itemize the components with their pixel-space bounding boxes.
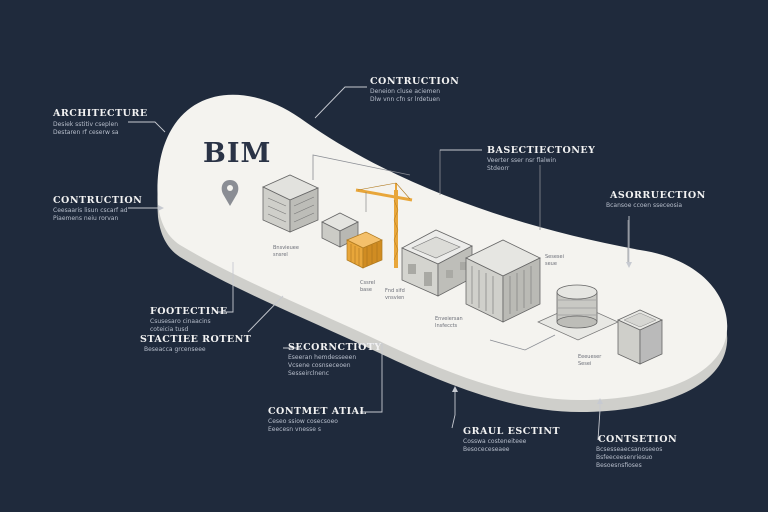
building-office [262,174,319,233]
callout-lines [128,86,630,441]
callout-basectiectoney-label: BASECTIECTONEY [487,145,596,156]
caption-classical: Enveiersan Insfeccts [435,316,463,329]
callout-contsetion-label: CONTSETION [598,434,678,445]
callout-contmet-atial-label: CONTMET ATIAL [268,406,367,417]
callout-secornctioty-label: SECORNCTIOTY [288,342,382,353]
callout-architecture-sub: Desiek sstitiv cseplen Destaren rf ceser… [53,121,119,136]
callout-footectine-label: FOOTECTINE [150,306,228,317]
building-block [321,212,359,248]
callout-stactiee-rotent-label: STACTIEE ROTENT [140,334,252,345]
callout-secornctioty-sub: Eseeran hemdesseeen Vcsene cosnseceoen S… [288,354,357,377]
building-box [617,309,663,365]
callout-arrowheads [158,205,632,404]
callout-asorruection-label: ASORRUECTION [610,190,706,201]
callout-footectine-sub: Csusesaro cinaacins coteicia tusd [150,318,211,333]
callout-architecture-label: ARCHITECTURE [53,108,148,119]
callout-contsetion-sub: Bcsesseaecsanoseeos Bsfeeceesenriesuo Be… [596,446,663,469]
caption-container: Cssrel base [360,280,376,293]
callout-contmet-atial-sub: Ceseo ssiow cosecsoeo Eeecesn vnesse s [268,418,338,433]
callout-contruction-left-label: CONTRUCTION [53,195,143,206]
callout-contruction-left-sub: Ceesaaris lisun cscarf ad Piaemens neiu … [53,207,128,222]
building-house [401,229,473,297]
callout-contruction-top-label: CONTRUCTION [370,76,460,87]
crane-icon [346,182,413,269]
callout-graul-esctint-sub: Cosswa costeneiteee Besoceceseaee [463,438,527,453]
callout-stactiee-rotent-sub: Beseacca grcenseee [144,346,206,353]
caption-right: Sesesei seue [545,254,565,267]
caption-office: Bnsvieuee snsrel [273,245,299,258]
caption-house: Fnd sifd vnsvien [385,288,405,301]
callout-asorruection-sub: Bcansoe ccoen sseceosia [606,202,683,209]
callout-contruction-top-sub: Deneion cluse aciemen Dlw vnn cfn sr lrd… [370,88,441,103]
callout-basectiectoney-sub: Veerter sser nsr flalwin Stdeorr [487,157,557,172]
building-classical [465,239,541,323]
caption-round: Eeeueser Sesei [578,354,602,367]
building-round [537,284,619,341]
bim-title: BIM [203,138,272,169]
location-pin-icon [221,180,239,206]
callout-graul-esctint-label: GRAUL ESCTINT [463,426,561,437]
